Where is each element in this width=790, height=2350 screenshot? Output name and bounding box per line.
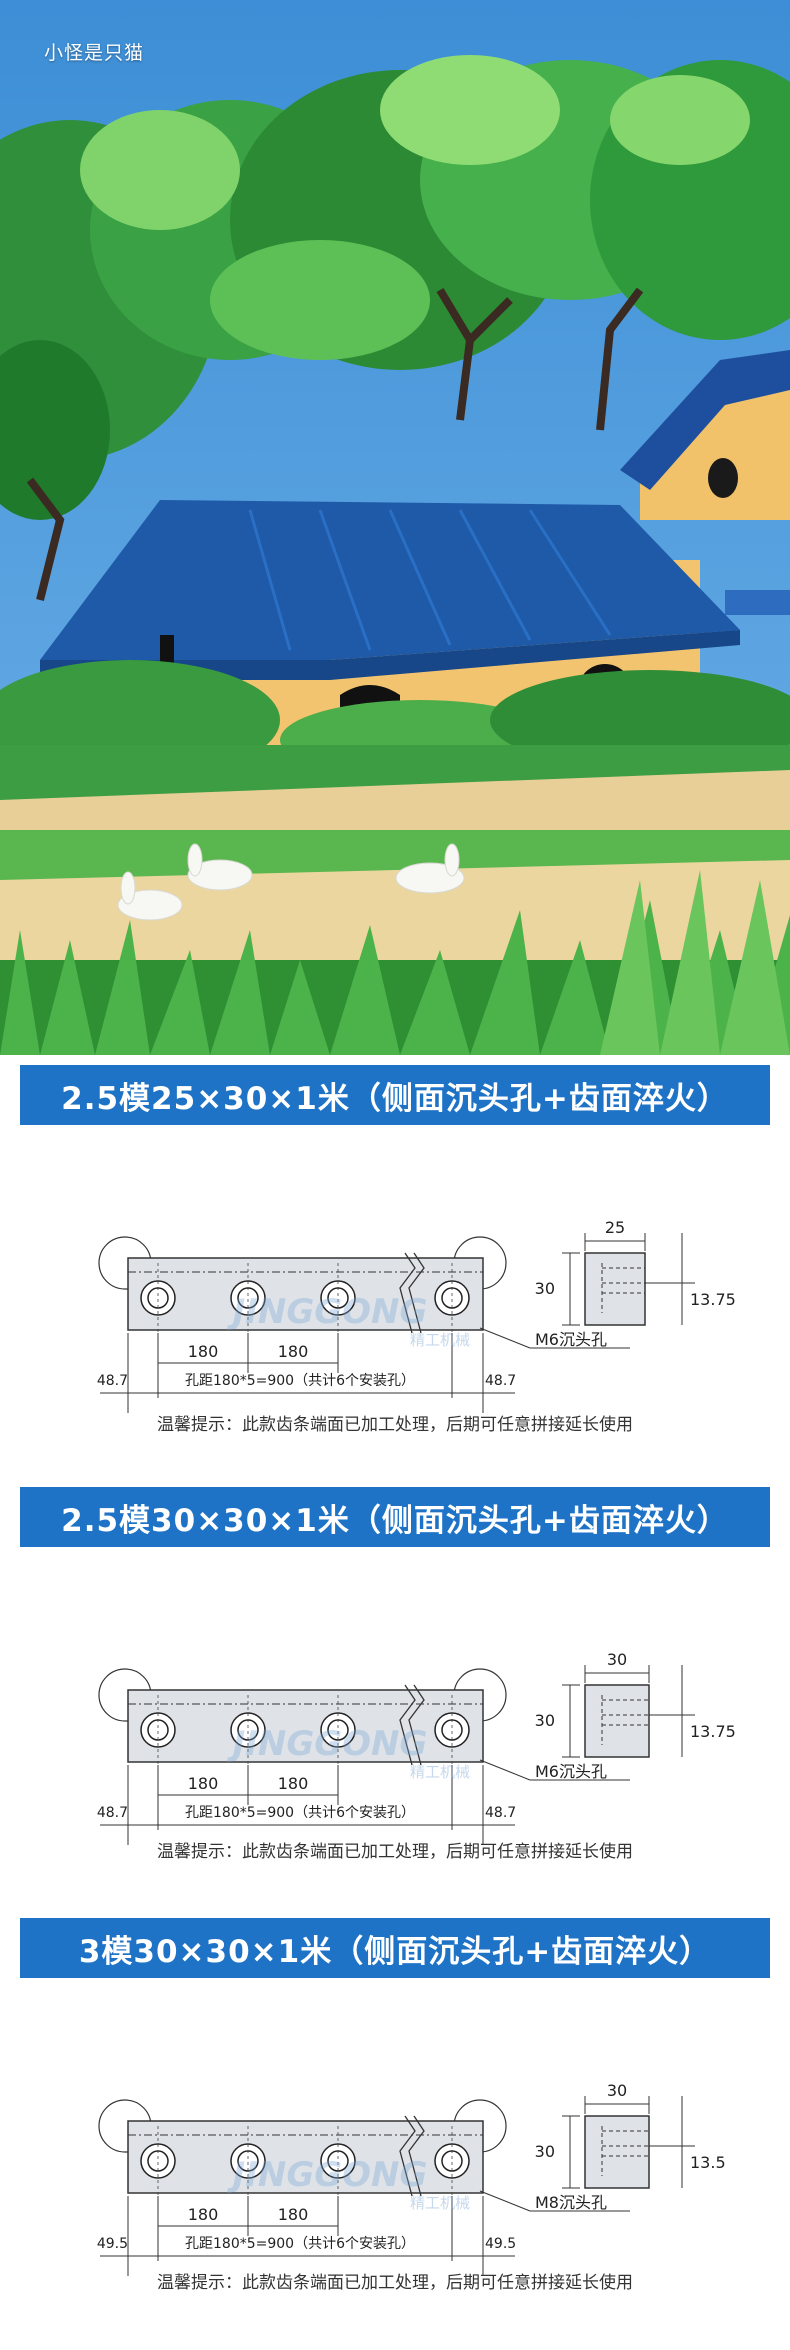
rack-front-view bbox=[98, 2099, 507, 2197]
watermark-text: 小怪是只猫 bbox=[44, 42, 145, 64]
section-title: 3模30×30×1米（侧面沉头孔+齿面淬火） bbox=[20, 1918, 770, 1978]
hole-pitch-formula: 孔距180*5=900（共计6个安装孔） bbox=[185, 1805, 415, 1821]
rack-front-view bbox=[98, 1236, 507, 1334]
technical-drawing: 180 180 49.5 49.5 孔距180*5=900（共计6个安装孔） M… bbox=[97, 2081, 726, 2276]
screw-spec: M6沉头孔 bbox=[535, 1762, 607, 1781]
brand-watermark: JINGGONG 精工机械 bbox=[227, 2155, 470, 2212]
dimension-lines bbox=[100, 1327, 630, 1413]
brand-latin: JINGGONG bbox=[227, 1724, 428, 1764]
pitch-label: 180 bbox=[188, 1342, 219, 1361]
brand-watermark: JINGGONG 精工机械 bbox=[227, 1292, 470, 1349]
height-dim: 30 bbox=[535, 1279, 555, 1298]
end-distance-left: 48.7 bbox=[97, 1805, 128, 1821]
height-dim: 30 bbox=[535, 1711, 555, 1730]
section-title: 2.5模30×30×1米（侧面沉头孔+齿面淬火） bbox=[20, 1487, 770, 1547]
width-dim: 30 bbox=[607, 1650, 627, 1669]
brand-cjk: 精工机械 bbox=[410, 2194, 470, 2212]
tree-trunks bbox=[26, 287, 644, 601]
landscape-illustration bbox=[0, 0, 790, 1055]
tip-text: 温馨提示：此款齿条端面已加工处理，后期可任意拼接延长使用 bbox=[157, 1415, 633, 1435]
brand-cjk: 精工机械 bbox=[410, 1331, 470, 1349]
section-title: 2.5模25×30×1米（侧面沉头孔+齿面淬火） bbox=[20, 1065, 770, 1125]
hole-height-dim: 13.75 bbox=[690, 1722, 736, 1741]
brand-cjk: 精工机械 bbox=[410, 1763, 470, 1781]
brand-watermark: JINGGONG 精工机械 bbox=[227, 1724, 470, 1781]
end-distance-left: 48.7 bbox=[97, 1373, 128, 1389]
technical-drawing: 180 180 48.7 48.7 孔距180*5=900（共计6个安装孔） M… bbox=[97, 1218, 736, 1413]
screw-spec: M6沉头孔 bbox=[535, 1330, 607, 1349]
width-dim: 30 bbox=[607, 2081, 627, 2100]
tip-text: 温馨提示：此款齿条端面已加工处理，后期可任意拼接延长使用 bbox=[157, 2273, 633, 2293]
hero-painting: 小怪是只猫 bbox=[0, 0, 790, 1055]
hole-pitch-formula: 孔距180*5=900（共计6个安装孔） bbox=[185, 1373, 415, 1389]
width-dim: 25 bbox=[605, 1218, 625, 1237]
rack-side-view: 30 30 13.75 bbox=[535, 1650, 736, 1758]
hole-pitch-formula: 孔距180*5=900（共计6个安装孔） bbox=[185, 2236, 415, 2252]
brand-latin: JINGGONG bbox=[227, 2155, 428, 2195]
pitch-label-2: 180 bbox=[278, 1342, 309, 1361]
house-right bbox=[620, 350, 790, 615]
pitch-label-2: 180 bbox=[278, 1774, 309, 1793]
rack-section-2: 2.5模30×30×1米（侧面沉头孔+齿面淬火） bbox=[0, 1487, 790, 1917]
height-dim: 30 bbox=[535, 2142, 555, 2161]
brand-latin: JINGGONG bbox=[227, 1292, 428, 1332]
rack-front-view bbox=[98, 1668, 507, 1766]
dimension-lines bbox=[100, 2190, 630, 2276]
rack-section-3: 3模30×30×1米（侧面沉头孔+齿面淬火） bbox=[0, 1918, 790, 2348]
rack-section-1: 2.5模25×30×1米（侧面沉头孔+齿面淬火） bbox=[0, 1055, 790, 1485]
screw-spec: M8沉头孔 bbox=[535, 2193, 607, 2212]
ducks bbox=[117, 843, 465, 921]
rack-side-view: 25 30 13.75 bbox=[535, 1218, 736, 1326]
end-distance-left: 49.5 bbox=[97, 2236, 128, 2252]
foreground-grass bbox=[0, 870, 790, 1055]
hole-height-dim: 13.75 bbox=[690, 1290, 736, 1309]
end-distance-right: 48.7 bbox=[485, 1373, 516, 1389]
tree-canopy bbox=[0, 55, 790, 520]
rack-side-view: 30 30 13.5 bbox=[535, 2081, 726, 2189]
hole-height-dim: 13.5 bbox=[690, 2153, 726, 2172]
pitch-label: 180 bbox=[188, 1774, 219, 1793]
pitch-label: 180 bbox=[188, 2205, 219, 2224]
technical-drawing: 180 180 48.7 48.7 孔距180*5=900（共计6个安装孔） M… bbox=[97, 1650, 736, 1845]
dimension-lines bbox=[100, 1759, 630, 1845]
pitch-label-2: 180 bbox=[278, 2205, 309, 2224]
end-distance-right: 49.5 bbox=[485, 2236, 516, 2252]
tip-text: 温馨提示：此款齿条端面已加工处理，后期可任意拼接延长使用 bbox=[157, 1842, 633, 1862]
end-distance-right: 48.7 bbox=[485, 1805, 516, 1821]
